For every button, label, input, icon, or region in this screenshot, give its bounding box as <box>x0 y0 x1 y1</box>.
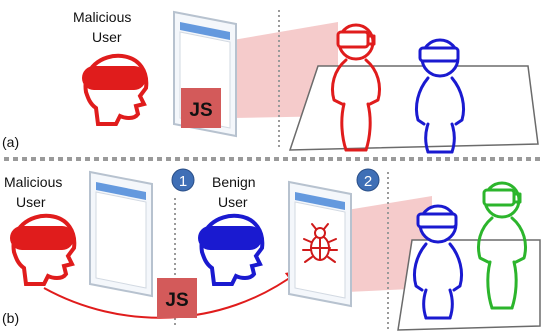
panel-a-malicious-user-label-line2: User <box>92 29 122 45</box>
panel-a-floor-plane <box>288 65 539 151</box>
panel-a-label: (a) <box>2 134 19 150</box>
panel-b-step-2-badge: 2 <box>356 168 380 192</box>
panel-b-benign-user-head-icon <box>198 213 265 286</box>
panel-b-malicious-user-label-line2: User <box>16 194 46 210</box>
panel-b-malicious-user-label-line1: Malicious <box>4 174 62 190</box>
panel-a-malicious-user-label-line1: Malicious <box>73 9 131 25</box>
panel-b-step-1-number: 1 <box>179 173 187 190</box>
bug-icon <box>302 223 338 263</box>
panel-b-browser-window-1 <box>89 170 153 298</box>
panel-b-js-label: JS <box>165 290 188 311</box>
panel-a-red-vr-avatar <box>331 23 381 152</box>
panel-b-benign-user-label-line2: User <box>218 194 248 210</box>
panel-a: Malicious User JS <box>2 9 539 154</box>
panel-a-blue-vr-avatar <box>414 38 466 154</box>
panel-b-step-2-number: 2 <box>364 173 372 190</box>
panel-b: Malicious User 1 Benign User <box>2 168 541 331</box>
panel-a-js-box <box>181 88 221 128</box>
panel-b-malicious-user-head-icon <box>10 213 77 286</box>
panel-b-benign-user-label-line1: Benign <box>212 174 256 190</box>
panel-a-js-label: JS <box>189 100 212 121</box>
panel-b-step-1-badge: 1 <box>171 168 195 192</box>
panel-b-label: (b) <box>2 310 19 326</box>
panel-b-js-box <box>157 278 197 318</box>
panel-b-green-vr-avatar <box>477 181 527 310</box>
panel-b-blue-vr-avatar <box>412 204 464 320</box>
panel-a-malicious-user-head-icon <box>82 53 149 126</box>
